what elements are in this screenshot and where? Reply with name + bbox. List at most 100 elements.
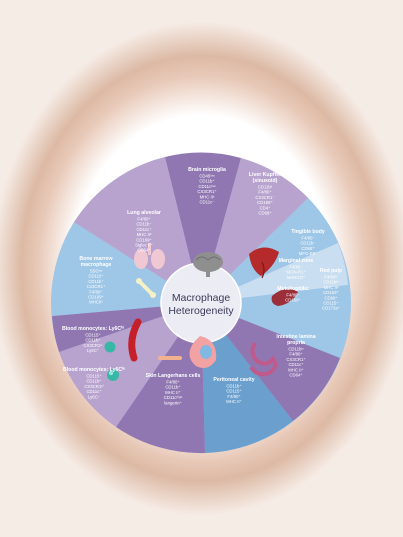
segment-title: Bone marrow [79, 256, 113, 262]
segment-marker: CD169⁺ [257, 200, 273, 205]
center-title-line2: Heterogeneity [168, 305, 234, 317]
segment-marker: CD64⁺ [289, 373, 302, 378]
segment-marker: CD11b⁺ [86, 379, 101, 384]
segment-title: propria [287, 340, 305, 346]
segment-marker: CD11c⁺ [288, 362, 303, 367]
segment-marker: CD115⁺ [85, 333, 100, 338]
segment-marker: CD11b⁺ [226, 384, 241, 389]
segment-marker: CD11b⁺ [85, 338, 100, 343]
segment-marker: CD11b⁻ [300, 241, 315, 246]
segment-marker: CD68⁺ [324, 295, 337, 300]
segment-marker: CX3CR1ʰⁱ [84, 383, 104, 389]
segment-skin-langerhans [116, 303, 205, 454]
segment-marker: CD169⁺ [136, 237, 152, 242]
segment-lung-alveolar [74, 157, 201, 303]
segment-marker: CX3CR1⁺ [286, 357, 305, 362]
segment-marker: CD169⁺ [88, 295, 104, 300]
segment-marker: MHC II⁺ [226, 399, 242, 404]
segment-marker: CD115⁺ [88, 274, 103, 279]
segment-marker: SIGN-R1⁺ [286, 270, 306, 275]
center-title-line1: Macrophage [172, 292, 231, 304]
segment-title: Red pulp [320, 268, 342, 274]
segment-title: Blood monocytes: Ly6Cˡᵒ [63, 367, 125, 373]
segment-title: Skin Langerhans cells [146, 373, 201, 379]
segment-marker: Cx3CR1⁺ [87, 284, 106, 289]
blood-vessel-icon [104, 318, 142, 362]
segment-marker: CD4⁺ [260, 205, 271, 210]
segment-marker: CD68⁺ [258, 211, 271, 216]
monocyte-icon [107, 369, 119, 381]
segment-title: macrophage [81, 262, 112, 268]
segment-marker: F4/80⁻ [286, 293, 299, 298]
segment-marker: MHC IIᵏ [137, 232, 152, 237]
lung-icon [134, 243, 165, 269]
segment-marker: CD11c⁺ [86, 389, 101, 394]
segment-title: Tingible body [291, 229, 325, 235]
segment-title: Metallophilic [277, 286, 309, 292]
segment-title: Liver Kupffer [249, 172, 281, 178]
segment-marker: CD64⁺ [137, 248, 150, 253]
segment-labels: Brain microgliaCD45ˡᵒʷCD11b⁺CD11cˡᵒʷCX3C… [62, 167, 342, 405]
segment-marker: F4/80ʰⁱ [324, 274, 338, 280]
segment-marker: CD45ˡᵒʷ [199, 174, 215, 179]
segment-monocytes-lo [59, 303, 201, 427]
segment-marker: CD11c⁺ [136, 227, 151, 232]
segment-title: Lung alveolar [127, 210, 161, 216]
segment-marker: F4/80⁺ [137, 217, 150, 222]
segment-marker: Siglec F⁺ [135, 243, 153, 248]
segment-marker: F4/80⁺ [227, 394, 240, 399]
segment-marker: F4/80⁺ [258, 190, 271, 195]
segment-title: (sinusoid) [253, 178, 278, 184]
segment-marker: CX3CR1⁻ [255, 195, 274, 200]
segment-title: Blood monocytes: Ly6Cʰⁱ [62, 324, 124, 332]
segment-marker: CD11b⁺ [88, 279, 103, 284]
segment-marker: MHC II⁺ [288, 367, 304, 372]
segment-title: Peritoneal cavity [213, 377, 254, 383]
brain-icon [193, 252, 223, 277]
segment-marker: CD11b⁺ [165, 385, 180, 390]
segment-marker: Ly6C⁻ [88, 394, 100, 399]
segment-marker: CD11bˡᵒ [288, 347, 304, 352]
segment-marker: CD172a⁺ [322, 306, 340, 311]
segment-title: Brain microglia [188, 167, 226, 173]
segment-marker: SSCᵏʷ [90, 269, 103, 274]
segment-marker: CD11c⁻ [199, 200, 214, 205]
segment-marker: CD68⁺ [301, 246, 314, 251]
segment-brain-microglia [165, 152, 241, 303]
segment-marker: CD169⁺ [285, 298, 301, 303]
segment-marker: CD115⁺ [86, 374, 101, 379]
segment-peritoneal [201, 303, 293, 453]
segment-marker: CD11bᵏ [258, 185, 273, 190]
segment-marker: MHC II⁺ [165, 390, 181, 395]
intestine-icon [249, 341, 278, 377]
segment-marker: CD11b⁺ [199, 179, 214, 184]
liver-icon [249, 247, 279, 279]
segment-marker: MFG-E8⁺ [299, 251, 318, 256]
segment-marker: CD11cʰⁱᵍʰ [164, 394, 183, 400]
segment-marker: F4/80⁺ [89, 289, 102, 294]
segment-title: Intestine lamina [276, 334, 315, 340]
segment-marker: F4/80⁺ [166, 380, 179, 385]
segment-marker: CD11b⁻ [136, 222, 151, 227]
segment-marker: MHC IIᵏ [200, 194, 215, 199]
segment-marker: MHCIIᵏ [89, 300, 103, 305]
segment-liver-kupffer [201, 158, 308, 303]
segment-marker: CX3CR1⁺ [197, 189, 216, 194]
segment-marker: CX3CR1ˡᵒ [83, 343, 103, 348]
skin-icon [158, 356, 182, 360]
segment-marker: CD115⁺ [226, 389, 241, 394]
segment-marker: Ly6C⁺ [87, 348, 99, 353]
segment-marker: CD11cˡᵒʷ [198, 184, 216, 189]
segment-marker: F4/80⁺ [289, 352, 302, 357]
segment-marker: langerin⁺ [164, 400, 182, 405]
segment-marker: CD115⁺ [323, 301, 338, 306]
peritoneum-icon [189, 336, 217, 368]
segment-title: Marginal zone [279, 258, 314, 264]
segment-marker: MARCO⁺ [287, 275, 305, 280]
bone-icon [136, 278, 156, 298]
segment-marker: CD11bˡᵒ [323, 280, 339, 285]
spleen-icon [271, 288, 298, 306]
segment-marker: MHC IIᵏ [324, 285, 339, 290]
segment-marker: F4/80⁻ [301, 236, 314, 241]
